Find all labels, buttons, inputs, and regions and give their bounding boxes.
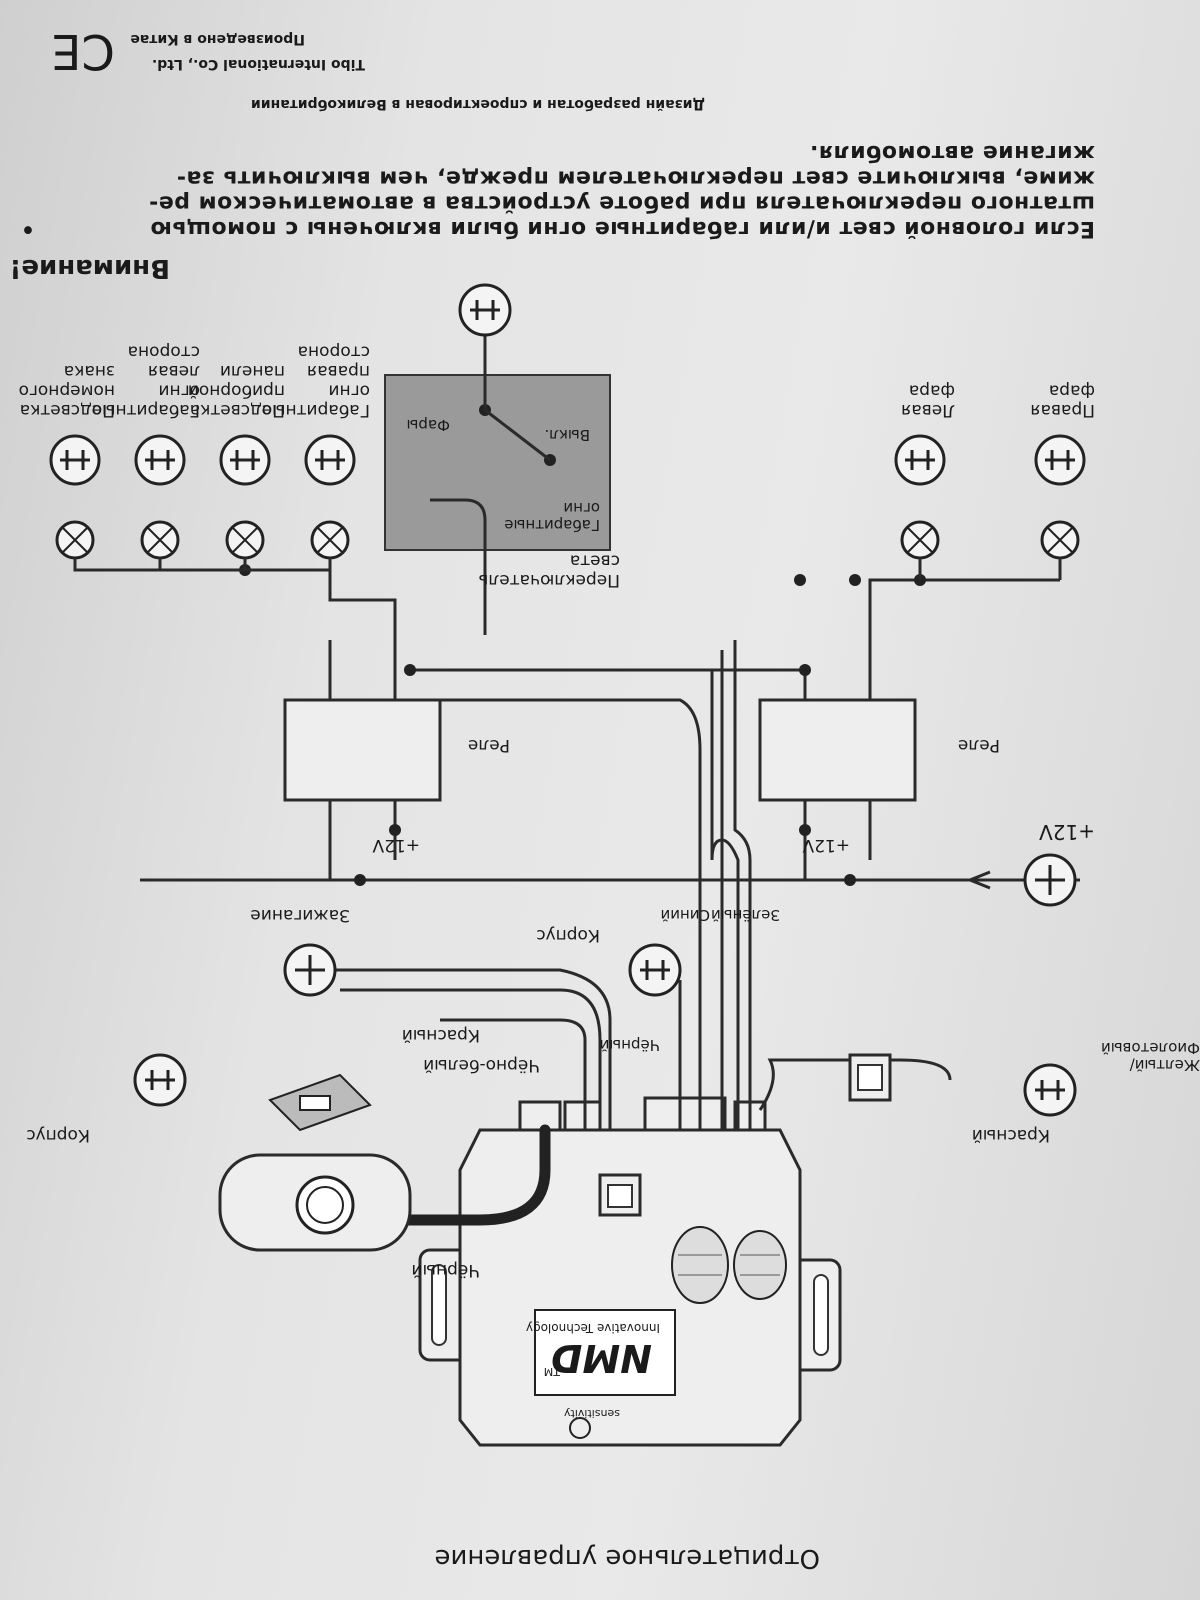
label-lamp-left-headlight: Леваяфара (901, 380, 955, 420)
label-switch-headlights: Фары (407, 416, 450, 434)
label-black-ground: Чёрный (600, 1036, 660, 1054)
battery-plus (1023, 853, 1077, 907)
label-black-sensor: Чёрный (412, 1260, 481, 1280)
logo-text: NMD (551, 1336, 652, 1380)
label-blue: Синий (660, 906, 710, 924)
label-ground-1: Корпус (26, 1125, 90, 1145)
label-red-fuse: Красный (972, 1125, 1050, 1145)
label-green: Зелёный (711, 906, 780, 924)
ground-symbol-2 (1023, 1063, 1077, 1117)
warning-text: Если головной свет и/или габаритные огни… (149, 140, 1095, 241)
ce-mark: CE (51, 23, 115, 79)
label-red-ignition: Красный (402, 1025, 480, 1045)
relay-1: +12V (758, 698, 917, 880)
label-yellow-violet: Желтый/Фиолетовый (1101, 1039, 1200, 1074)
label-battery-12v: +12V (1039, 820, 1095, 844)
lamp-license-plate (49, 434, 101, 560)
control-unit: NMD TM Innovative Technology sensitivity (418, 1128, 842, 1447)
fuse-2 (598, 1173, 642, 1217)
label-switch-title: Переключательсвета (478, 550, 620, 590)
yellow-violet-line-1: Желтый/Фиолетовый (1101, 1039, 1200, 1074)
connectors (518, 1096, 767, 1132)
warning-bullet: • (20, 216, 35, 241)
label-lamp-right-headlight: Праваяфара (1030, 380, 1095, 420)
label-lamp-parking-right: Габаритныеогниправаясторона (262, 341, 370, 420)
ground-symbol-3 (628, 943, 682, 997)
footer-design: Дизайн разработан и спроектирован в Вели… (251, 96, 705, 112)
label-black-white: Чёрно-белый (423, 1055, 540, 1075)
label-switch-parking: Габаритныеогни (504, 499, 600, 534)
label-lamp-parking-left: Габаритныеогнилеваясторона (92, 341, 200, 420)
label-relay-1-12v: +12V (802, 835, 850, 855)
fuse (848, 1053, 892, 1102)
logo-sensitivity: sensitivity (563, 1407, 620, 1420)
light-sensor (218, 1153, 412, 1252)
pedal-switch (268, 1073, 372, 1132)
label-relay-2-12v: +12V (372, 835, 420, 855)
lamp-parking-right (304, 434, 356, 560)
warning-title: Внимание! (10, 253, 170, 283)
footer-made: Произведено в Китае (130, 31, 305, 47)
switch-ground (458, 283, 512, 337)
lamp-parking-left (134, 434, 186, 560)
ignition-plus (283, 943, 337, 997)
label-relay-2: Реле (468, 735, 510, 755)
calibration-knobs (671, 1226, 787, 1304)
label-lamp-dashboard: Подсветкаприборнойпанели (188, 361, 285, 420)
label-ground-2: Корпус (536, 925, 600, 945)
lamp-left-headlight (894, 434, 946, 560)
lamp-dashboard (219, 434, 271, 560)
label-switch-off: Выкл. (544, 426, 590, 444)
lamp-right-headlight (1034, 434, 1086, 560)
sensitivity-icon (569, 1417, 591, 1439)
logo-tagline: Innovative Technology (526, 1321, 660, 1335)
relay-2: +12V (283, 698, 442, 880)
nmd-logo: NMD TM Innovative Technology sensitivity (526, 1309, 676, 1439)
diagram-title: Отрицательное управление (434, 1543, 820, 1573)
footer-company: Tibo International Co., Ltd. (152, 56, 365, 72)
light-switch (384, 310, 611, 635)
label-lamp-license-plate: Подсветканомерногознака (19, 361, 115, 420)
label-relay-1: Реле (958, 735, 1000, 755)
ground-symbol-1 (133, 1053, 187, 1107)
label-ignition: Зажигание (250, 905, 350, 925)
logo-tm: TM (544, 1365, 561, 1378)
